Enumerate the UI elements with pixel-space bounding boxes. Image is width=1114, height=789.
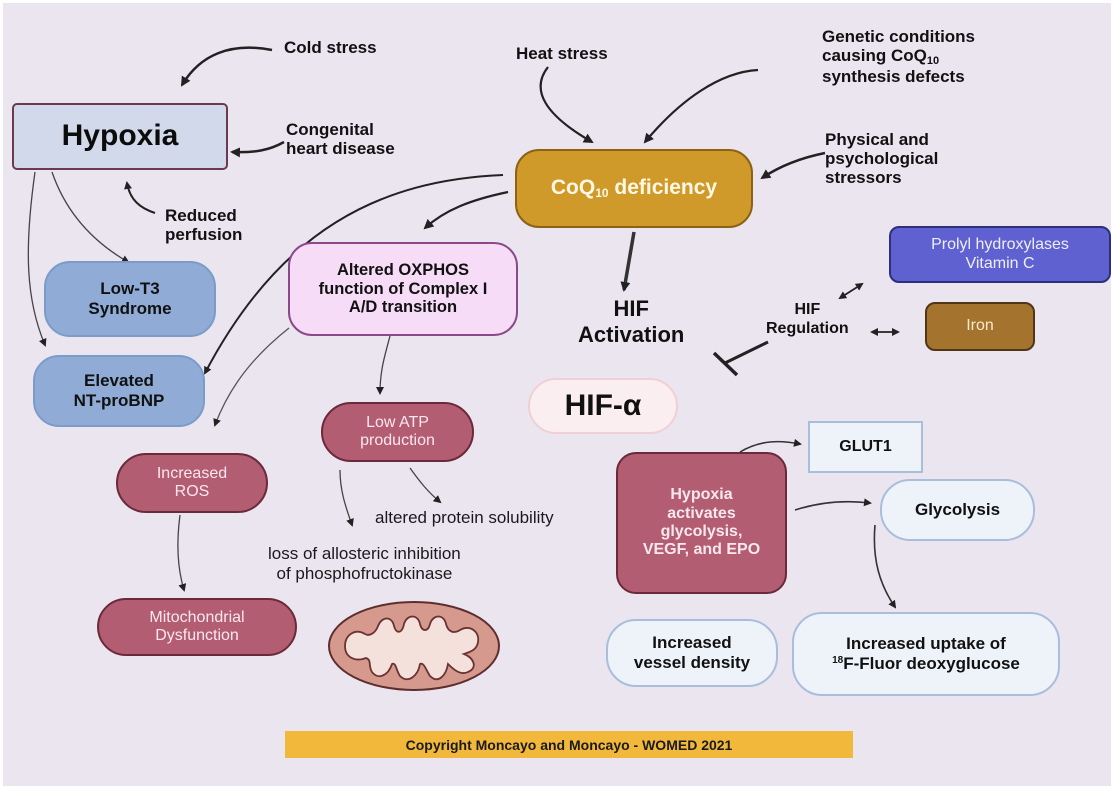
vessel-line1: Increased — [652, 633, 732, 653]
physical-line3: stressors — [825, 168, 902, 188]
physical-line2: psychological — [825, 149, 939, 169]
prolyl-line2: Vitamin C — [965, 254, 1035, 272]
node-iron: Iron — [925, 302, 1035, 351]
node-glycolysis: Glycolysis — [880, 479, 1035, 541]
genetic-line2-prefix: causing CoQ — [822, 46, 927, 66]
label-reduced-perfusion: Reduced perfusion — [165, 206, 242, 244]
hypact-line1: Hypoxia — [670, 486, 733, 504]
physical-line1: Physical and — [825, 130, 929, 149]
hif-activation-line1: HIF — [613, 296, 649, 321]
lowt3-line2: Syndrome — [88, 299, 172, 318]
ros-line2: ROS — [174, 483, 210, 500]
bnp-line2: NT-proBNP — [73, 391, 165, 410]
glycolysis-label: Glycolysis — [914, 500, 1001, 520]
atp-line2: production — [360, 432, 435, 449]
vessel-line2: vessel density — [633, 653, 751, 672]
genetic-line2-sub: 10 — [926, 55, 940, 68]
hif-alpha-label: HIF-α — [564, 388, 642, 422]
allosteric-line1: loss of allosteric inhibition — [268, 544, 461, 563]
hif-activation-line2: Activation — [578, 322, 685, 348]
reduced-line1: Reduced — [165, 206, 237, 225]
node-hypoxia: Hypoxia — [12, 103, 228, 170]
label-hif-activation: HIF Activation — [578, 296, 684, 349]
hif-regulation-line1: HIF — [794, 301, 821, 318]
prolyl-line1: Prolyl hydroxylases — [931, 236, 1069, 254]
genetic-line1: Genetic conditions — [822, 27, 976, 46]
hypact-line4: VEGF, and EPO — [642, 541, 761, 559]
hypact-line2: activates — [667, 504, 736, 522]
label-altered-protein: altered protein solubility — [375, 508, 554, 527]
allosteric-line2: of phosphofructokinase — [276, 564, 453, 584]
uptake-line1: Increased uptake of — [846, 634, 1006, 654]
genetic-line2: causing CoQ10 — [822, 46, 975, 67]
genetic-line3: synthesis defects — [822, 67, 965, 87]
reduced-line2: perfusion — [165, 225, 243, 245]
label-genetic-conditions: Genetic conditions causing CoQ10 synthes… — [822, 27, 975, 86]
coq-prefix: CoQ — [550, 176, 596, 200]
mito-line1: Mitochondrial — [149, 608, 245, 626]
coq-sub: 10 — [595, 186, 609, 201]
node-coq10-deficiency: CoQ10 deficiency — [515, 149, 753, 228]
ros-line1: Increased — [156, 464, 228, 482]
copyright-text: Copyright Moncayo and Moncayo - WOMED 20… — [405, 736, 733, 753]
glut1-label: GLUT1 — [839, 437, 892, 455]
uptake-line2-text: F-Fluor deoxyglucose — [843, 654, 1020, 673]
mito-line2: Dysfunction — [155, 627, 239, 644]
hypact-line3: glycolysis, — [660, 523, 743, 540]
bnp-line1: Elevated — [84, 371, 154, 391]
coq-suffix: deficiency — [608, 176, 718, 200]
label-physical-stressors: Physical and psychological stressors — [825, 130, 938, 187]
oxphos-line3: A/D transition — [348, 298, 458, 317]
oxphos-line2: function of Complex I — [318, 279, 488, 298]
label-cold-stress: Cold stress — [284, 38, 377, 57]
label-hif-regulation: HIF Regulation — [766, 300, 849, 338]
oxphos-line1: Altered OXPHOS — [336, 260, 470, 279]
node-hif-alpha: HIF-α — [528, 378, 678, 434]
iron-label: Iron — [966, 317, 994, 335]
hypoxia-label: Hypoxia — [61, 119, 179, 153]
copyright-banner: Copyright Moncayo and Moncayo - WOMED 20… — [285, 731, 853, 758]
label-congenital: Congenital heart disease — [286, 120, 395, 158]
uptake-sup: 18 — [832, 655, 844, 666]
uptake-line2: 18F-Fluor deoxyglucose — [832, 654, 1020, 674]
node-glut1: GLUT1 — [808, 421, 923, 473]
hif-regulation-line2: Regulation — [766, 320, 849, 338]
label-heat-stress: Heat stress — [516, 44, 608, 63]
congenital-line1: Congenital — [286, 120, 374, 139]
label-loss-allosteric: loss of allosteric inhibition of phospho… — [268, 544, 461, 585]
coq-label: CoQ10 deficiency — [551, 176, 717, 201]
congenital-line2: heart disease — [286, 139, 395, 159]
atp-line1: Low ATP — [366, 413, 429, 431]
lowt3-line1: Low-T3 — [100, 279, 160, 299]
